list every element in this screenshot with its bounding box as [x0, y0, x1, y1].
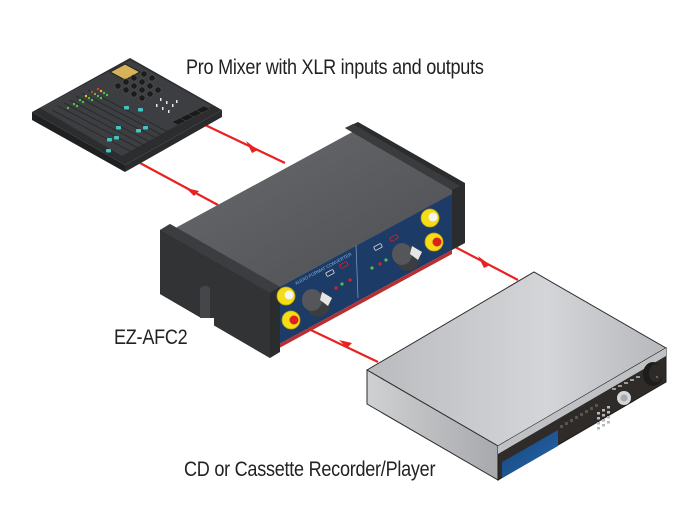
arrow-mixer-to-converter [246, 141, 258, 153]
mixer-level-meters [66, 87, 109, 110]
arrow-converter-to-mixer [186, 188, 199, 196]
mixer-transport-buttons [171, 105, 211, 126]
player-jog-dial[interactable] [643, 362, 663, 386]
pro-mixer-device[interactable] [32, 58, 222, 172]
player-keypad [597, 406, 610, 430]
cable-converter-to-mixer[interactable] [139, 162, 219, 206]
player-button-row [560, 404, 598, 428]
player-nav-pad[interactable] [617, 391, 631, 405]
rca-jack-right-white[interactable] [420, 208, 440, 228]
arrow-player-to-converter [339, 340, 352, 348]
player-label: CD or Cassette Recorder/Player [184, 458, 436, 481]
player-display [502, 430, 558, 478]
player-top-buttons [612, 376, 640, 390]
mixer-switches [156, 98, 178, 113]
arrow-converter-to-player [478, 256, 490, 268]
converter-label: EZ-AFC2 [114, 326, 188, 349]
converter-level-knob-left[interactable] [302, 289, 332, 317]
mixer-label: Pro Mixer with XLR inputs and outputs [186, 56, 484, 79]
mixer-knobs [114, 70, 162, 102]
cd-cassette-player-device[interactable] [366, 271, 667, 481]
rca-jack-left-white[interactable] [276, 286, 296, 306]
mixer-fader-caps [106, 106, 148, 153]
cable-mixer-to-converter[interactable] [202, 123, 286, 164]
rca-jack-left-red[interactable] [281, 310, 301, 330]
converter-foot [200, 286, 210, 322]
rca-jack-right-red[interactable] [424, 232, 444, 252]
ez-afc2-device[interactable]: AUDIO FORMAT CONVERTER [160, 122, 465, 358]
converter-level-knob-right[interactable] [392, 243, 422, 271]
